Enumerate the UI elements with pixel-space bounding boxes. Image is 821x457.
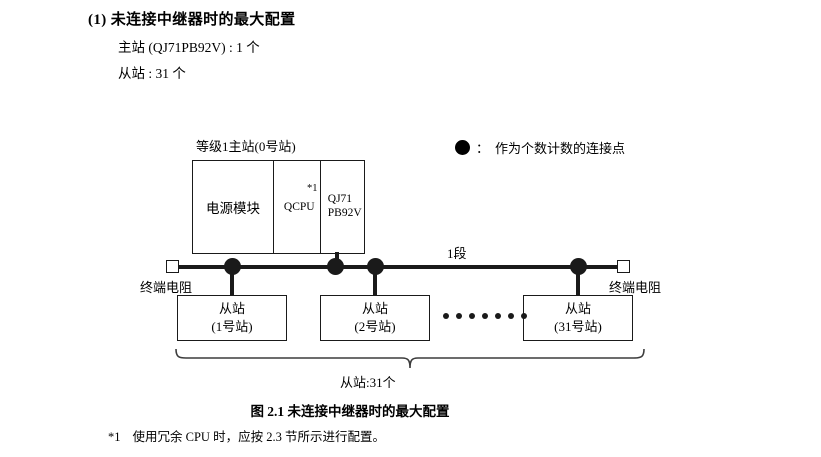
filled-circle-icon — [455, 140, 470, 155]
ellipsis-dot — [456, 313, 462, 319]
slave-station-number: (1号站) — [211, 319, 253, 334]
slave-station-box: 从站 (1号站) — [177, 295, 287, 341]
drop-line-slave1 — [230, 266, 234, 296]
ellipsis-dot — [508, 313, 514, 319]
ellipsis-dot — [443, 313, 449, 319]
legend-colon: ： — [476, 141, 490, 156]
brace-label: 从站:31个 — [340, 375, 396, 390]
slave-station-number: (31号站) — [554, 319, 602, 334]
qj71pb92v-label-line2: PB92V — [327, 207, 362, 219]
slave-station-box: 从站 (31号站) — [523, 295, 633, 341]
terminator-left-label: 终端电阻 — [140, 280, 193, 295]
qj71pb92v-label-line1: QJ71 — [327, 193, 353, 206]
spec-master-count: 主站 (QJ71PB92V) : 1 个 — [118, 40, 260, 55]
qcpu-module-cell: QCPU *1 — [274, 161, 322, 253]
legend-label: 作为个数计数的连接点 — [495, 141, 626, 156]
ellipsis-dot — [521, 313, 527, 319]
legend: ： 作为个数计数的连接点 — [455, 138, 625, 157]
drop-line-slave31 — [576, 266, 580, 296]
ellipsis-dots — [443, 313, 527, 319]
footnote-text: 使用冗余 CPU 时，应按 2.3 节所示进行配置。 — [132, 430, 385, 444]
slave-station-box: 从站 (2号站) — [320, 295, 430, 341]
slave-station-number: (2号站) — [354, 319, 396, 334]
slave-station-name: 从站 — [218, 301, 245, 317]
fieldbus-trunk-line — [175, 265, 625, 269]
connection-node-master — [327, 258, 344, 275]
qcpu-label: QCPU — [283, 201, 315, 213]
footnote-mark: *1 — [108, 430, 121, 444]
terminator-right-icon — [617, 260, 630, 273]
ellipsis-dot — [469, 313, 475, 319]
qcpu-footnote-mark: *1 — [306, 183, 318, 194]
master-station-label: 等级1主站(0号站) — [196, 139, 296, 154]
drop-line-slave2 — [373, 266, 377, 296]
figure-caption: 图 2.1 未连接中继器时的最大配置 — [250, 404, 450, 419]
segment-label: 1段 — [447, 246, 467, 261]
master-station-module-rack: 电源模块 QCPU *1 QJ71 PB92V — [192, 160, 365, 254]
section-title: 未连接中继器时的最大配置 — [110, 12, 296, 28]
spec-slave-count: 从站 : 31 个 — [118, 66, 186, 81]
footnote: *1 使用冗余 CPU 时，应按 2.3 节所示进行配置。 — [108, 426, 385, 445]
slave-station-name: 从站 — [564, 301, 591, 317]
section-heading: (1)未连接中继器时的最大配置 — [88, 8, 296, 29]
power-supply-module-cell: 电源模块 — [193, 161, 274, 253]
terminator-left-icon — [166, 260, 179, 273]
slave-station-name: 从站 — [361, 301, 388, 317]
qj71pb92v-label: QJ71 PB92V — [328, 193, 362, 220]
ellipsis-dot — [482, 313, 488, 319]
qj71pb92v-module-cell: QJ71 PB92V — [321, 161, 364, 253]
terminator-right-label: 终端电阻 — [609, 280, 662, 295]
slave-count-brace — [175, 348, 645, 369]
section-number: (1) — [88, 12, 107, 28]
ellipsis-dot — [495, 313, 501, 319]
